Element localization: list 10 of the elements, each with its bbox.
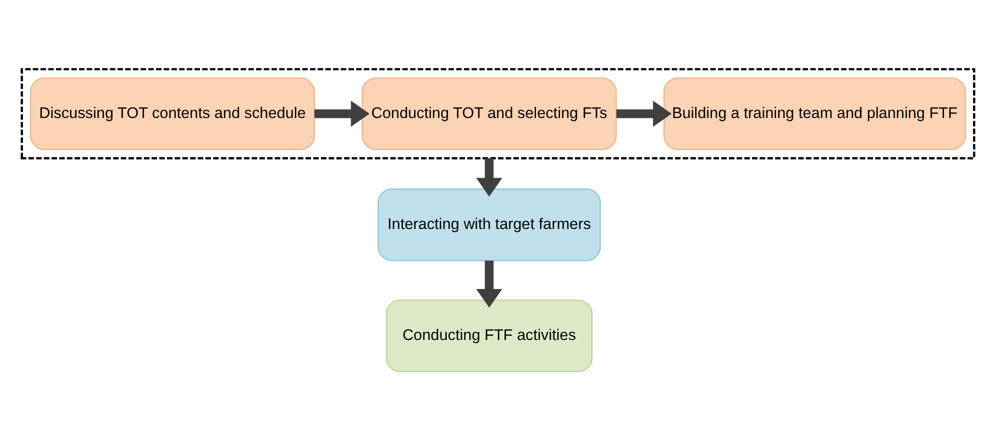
arrow: [616, 100, 672, 127]
node-box: Building a training team and planning FTF: [664, 77, 966, 150]
node-box: Conducting FTF activities: [386, 300, 593, 372]
cluster: [20, 68, 976, 160]
node-box: Discussing TOT contents and schedule: [30, 77, 315, 150]
node-box: Interacting with target farmers: [378, 188, 601, 262]
arrow: [476, 260, 502, 308]
node-box: Conducting TOT and selecting FTs: [362, 77, 617, 150]
arrow: [476, 158, 502, 197]
arrow: [314, 100, 370, 127]
